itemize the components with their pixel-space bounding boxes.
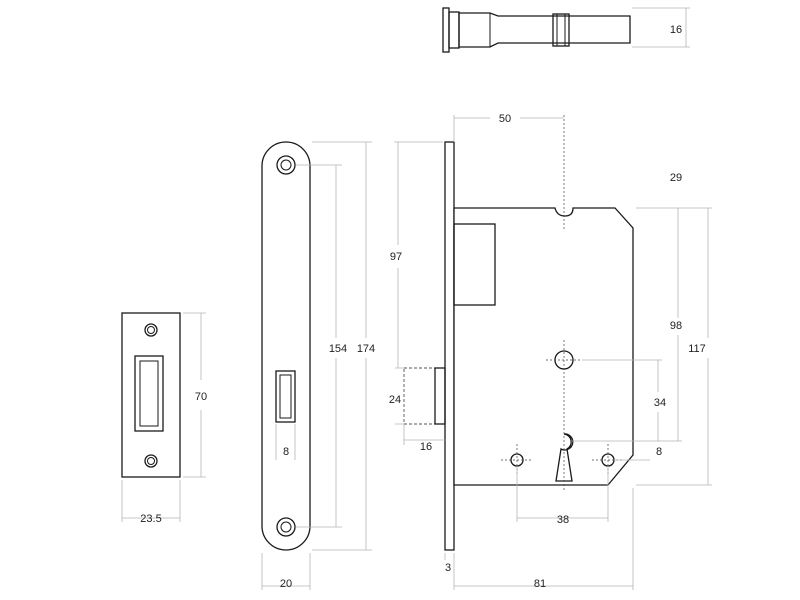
dim-case-height: 117 [688, 343, 706, 355]
strike-plate-screw-hole-top [144, 323, 158, 337]
dim-forend-thickness: 3 [445, 562, 451, 574]
top-view-dimensions [632, 7, 690, 48]
dim-top-view-thickness: 16 [670, 24, 682, 36]
strike-plate-screw-hole-top-inner [147, 326, 155, 334]
forend-screw-hole-bottom [276, 517, 296, 537]
keyhole [555, 433, 574, 482]
lock-case-centerlines [501, 115, 624, 490]
forend-dimensions [261, 141, 372, 590]
forend-latch-slot-inner [279, 374, 292, 419]
dimension-labels: 70 23.5 154 174 8 20 16 50 29 97 98 117 … [140, 24, 705, 590]
dim-follower-to-keyhole: 98 [670, 320, 682, 332]
top-view-follower-block [552, 13, 570, 47]
forend-plate [261, 141, 311, 551]
dim-forend-hole-spacing: 154 [329, 343, 347, 355]
strike-plate [121, 312, 181, 478]
dim-lock-body-height: 97 [390, 251, 402, 263]
latch-bolt-nose [434, 367, 446, 425]
dim-case-depth: 81 [534, 578, 546, 590]
dim-forend-width: 20 [280, 578, 292, 590]
forend-outline [261, 141, 311, 551]
forend-screw-hole-bottom-inner [280, 521, 292, 533]
dim-follower-to-key-center: 34 [654, 397, 666, 409]
dim-strike-plate-width: 23.5 [140, 513, 161, 525]
dim-latch-height: 24 [389, 394, 401, 406]
strike-plate-dimensions [121, 312, 206, 522]
strike-plate-box-outer [134, 355, 164, 432]
lock-top-view [442, 7, 631, 53]
top-view-collar [448, 11, 460, 49]
dim-forend-height: 174 [357, 343, 375, 355]
strike-plate-outline [121, 312, 181, 478]
dim-top-to-follower: 29 [670, 172, 682, 184]
forend-screw-hole-top-inner [280, 159, 292, 171]
lock-case [403, 141, 634, 551]
top-view-forend [442, 7, 450, 53]
forend-screw-hole-top [276, 155, 296, 175]
dim-strike-plate-height: 70 [195, 391, 207, 403]
forend-latch-slot [275, 370, 296, 423]
deadbolt-housing [453, 223, 496, 306]
dim-screw-offset: 8 [656, 446, 662, 458]
dim-forend-slot-width: 8 [283, 446, 289, 458]
strike-plate-screw-hole-bottom-inner [147, 457, 155, 465]
lock-case-body [453, 207, 634, 486]
lock-case-dimensions [394, 115, 712, 590]
dim-fixing-hole-spacing: 38 [557, 514, 569, 526]
dim-backset: 50 [499, 113, 511, 125]
dim-latch-projection: 16 [420, 441, 432, 453]
strike-plate-screw-hole-bottom [144, 454, 158, 468]
top-view-body [458, 12, 631, 48]
latch-bolt-projection [403, 367, 446, 425]
strike-plate-box-inner [139, 360, 159, 427]
lock-forend-edge [444, 141, 455, 551]
